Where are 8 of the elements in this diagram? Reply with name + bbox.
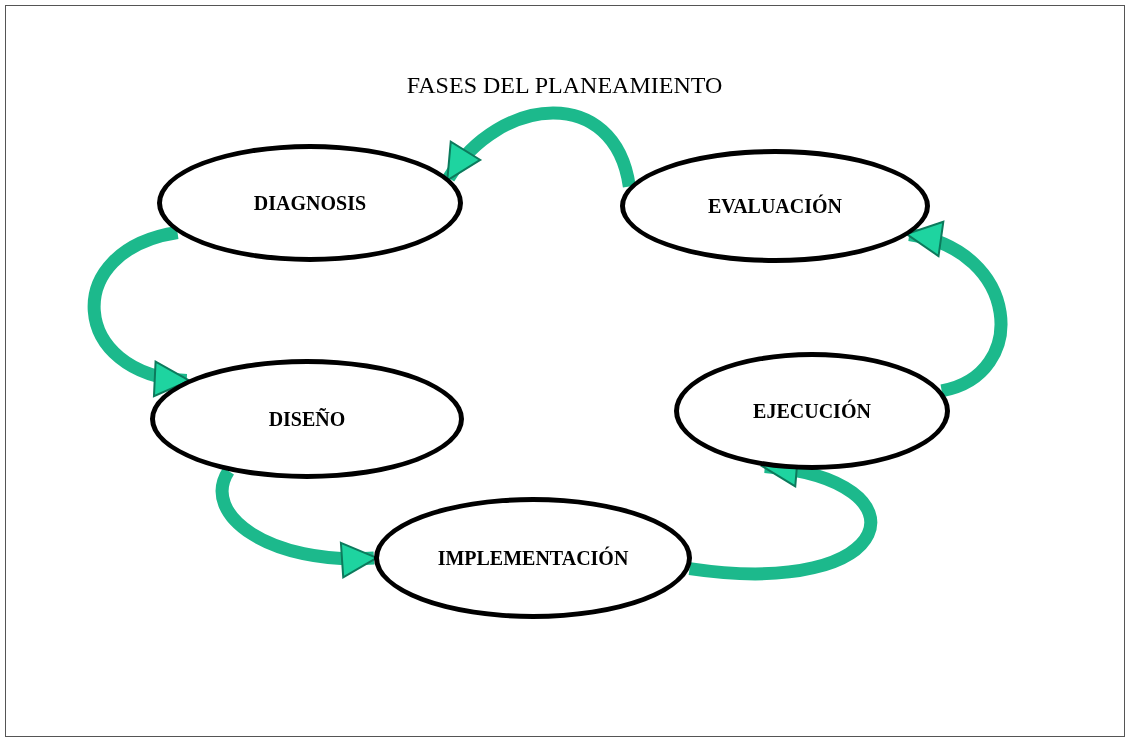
curved-arrow [443, 106, 636, 189]
diagram-title: FASES DEL PLANEAMIENTO [405, 72, 724, 99]
phase-label: DIAGNOSIS [253, 191, 367, 215]
phase-label: EVALUACIÓN [707, 194, 843, 218]
phase-label: EJECUCIÓN [753, 399, 871, 423]
phase-label: IMPLEMENTACIÓN [437, 546, 629, 570]
phase-label: DISEÑO [268, 407, 346, 431]
curved-arrow [87, 226, 191, 395]
